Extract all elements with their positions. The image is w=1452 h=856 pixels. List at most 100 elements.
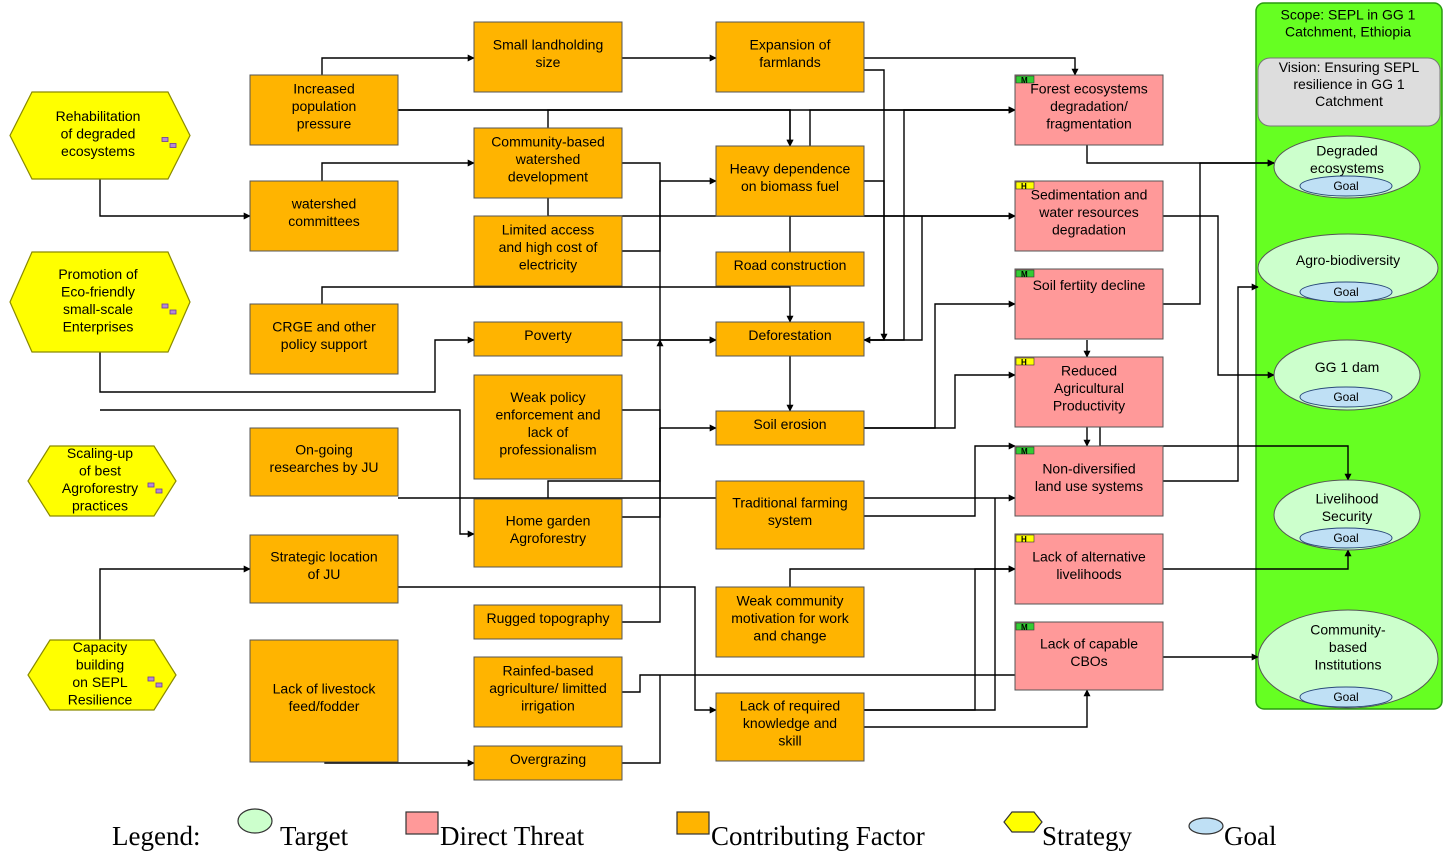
threat-rating: H [1021, 358, 1027, 367]
link-icon [161, 137, 177, 148]
causal-link [398, 586, 717, 714]
legend-threat-label: Direct Threat [440, 821, 585, 851]
threat-rating-badge: H [1015, 357, 1035, 367]
threat-rating-badge: H [1015, 181, 1035, 191]
goal-badge[interactable]: Goal [1299, 386, 1393, 408]
causal-link [864, 300, 1016, 429]
causal-link [864, 565, 1016, 711]
goal-badge[interactable]: Goal [1299, 281, 1393, 303]
threat-rating: M [1021, 76, 1028, 85]
legend-factor-swatch [676, 811, 710, 835]
goal-label: Goal [1333, 531, 1358, 545]
legend-threat-swatch [405, 811, 439, 835]
threat-rating-badge: M [1015, 446, 1035, 456]
causal-link [99, 165, 251, 220]
legend-strategy-label: Strategy [1042, 821, 1132, 851]
causal-link [622, 339, 664, 623]
legend-strategy-swatch [1003, 811, 1043, 833]
causal-link [864, 106, 1016, 341]
legend-target-swatch [237, 808, 273, 834]
causal-link [864, 216, 923, 341]
goal-badge[interactable]: Goal [1299, 527, 1393, 549]
factor-soil-erosion[interactable]: Soil erosion [715, 410, 865, 446]
node-label: Rugged topography [487, 610, 610, 626]
factor-deforestation[interactable]: Deforestation [715, 321, 865, 357]
factor-road-construction[interactable]: Road construction [715, 251, 865, 287]
causal-link [547, 109, 794, 147]
factor-rugged-topography[interactable]: Rugged topography [473, 604, 623, 640]
causal-link [321, 159, 475, 181]
legend-target-label: Target [280, 821, 349, 851]
goal-label: Goal [1333, 390, 1358, 404]
causal-link [622, 409, 717, 432]
legend-title: Legend: [112, 821, 200, 851]
causal-link [789, 212, 1016, 252]
causal-link [864, 442, 1016, 517]
legend-goal-label: Goal [1224, 821, 1276, 851]
causal-link [789, 565, 1016, 587]
node-label: Soil erosion [753, 416, 826, 432]
factor-overgrazing[interactable]: Overgrazing [473, 745, 623, 781]
goal-label: Goal [1333, 179, 1358, 193]
goal-badge[interactable]: Goal [1299, 175, 1393, 197]
causal-link [100, 409, 475, 538]
goal-label: Goal [1333, 690, 1358, 704]
goal-badge[interactable]: Goal [1299, 686, 1393, 708]
causal-link [99, 565, 251, 640]
factor-poverty[interactable]: Poverty [473, 321, 623, 357]
